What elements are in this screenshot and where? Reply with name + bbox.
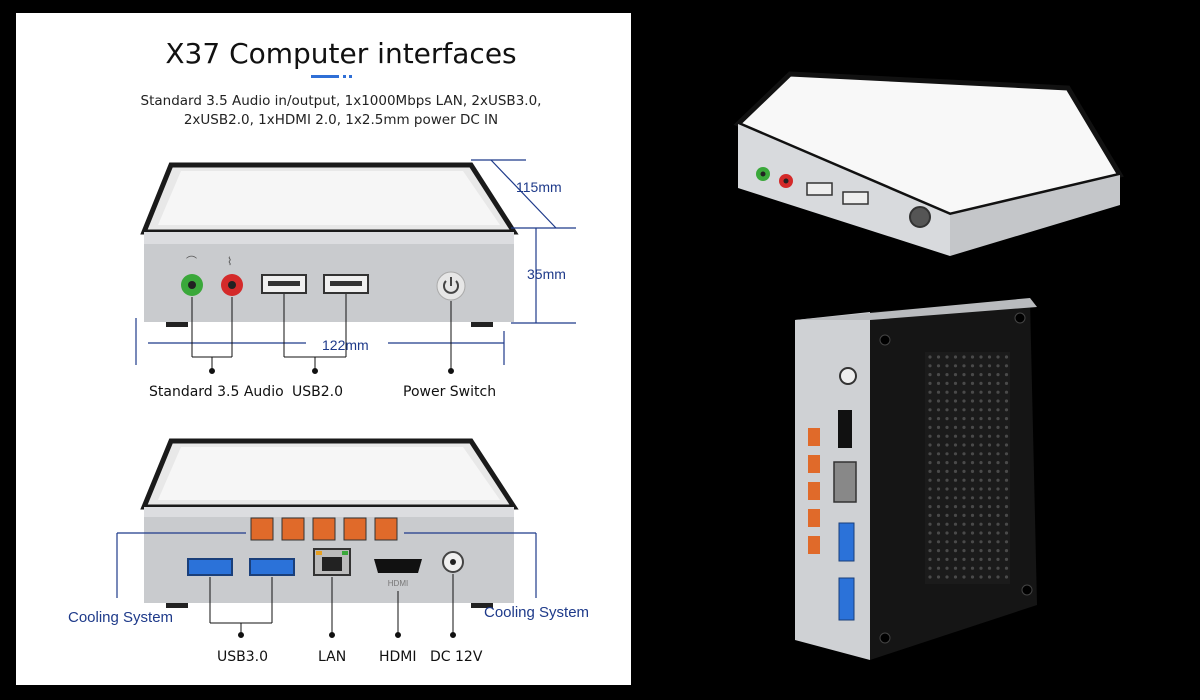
cooling-system-right-label: Cooling System (484, 604, 590, 621)
dc-label: DC 12V (430, 649, 483, 665)
interface-panel: X37 Computer interfaces ⌒ ⌇ (16, 13, 631, 685)
svg-text:⌇: ⌇ (227, 256, 232, 268)
front-device-illustration: ⌒ ⌇ (140, 162, 519, 327)
rear-angle-photo (795, 298, 1037, 660)
svg-text:⌒: ⌒ (186, 255, 197, 268)
panel-drawing: ⌒ ⌇ (116, 75, 576, 638)
page-title: X37 Computer interfaces (165, 37, 517, 70)
depth-dimension: 115mm (516, 179, 562, 195)
power-switch-label: Power Switch (403, 384, 497, 400)
usb3-port-1 (187, 558, 233, 576)
spec-line-1: Standard 3.5 Audio in/output, 1x1000Mbps… (140, 93, 542, 109)
rear-device-illustration: HDMI (140, 438, 519, 608)
rear-callouts (209, 574, 456, 638)
usb3-label: USB3.0 (217, 649, 269, 665)
cooling-callouts (116, 532, 537, 598)
hdmi-port (374, 559, 422, 573)
lan-label: LAN (318, 649, 347, 665)
cooling-system-left-label: Cooling System (68, 609, 174, 626)
cooling-vents (250, 517, 398, 541)
usb2-label: USB2.0 (292, 384, 344, 400)
spec-line-2: 2xUSB2.0, 1xHDMI 2.0, 1x2.5mm power DC I… (183, 112, 499, 128)
height-dimension: 35mm (527, 266, 566, 282)
audio-label: Standard 3.5 Audio (149, 384, 284, 400)
hdmi-embossed-label: HDMI (388, 579, 408, 588)
title-divider (311, 75, 352, 78)
front-angle-photo (733, 71, 1124, 256)
usb3-port-2 (249, 558, 295, 576)
width-dimension: 122mm (322, 337, 369, 353)
hdmi-label: HDMI (379, 649, 417, 665)
dimension-lines (135, 159, 576, 365)
front-callouts (191, 294, 454, 374)
